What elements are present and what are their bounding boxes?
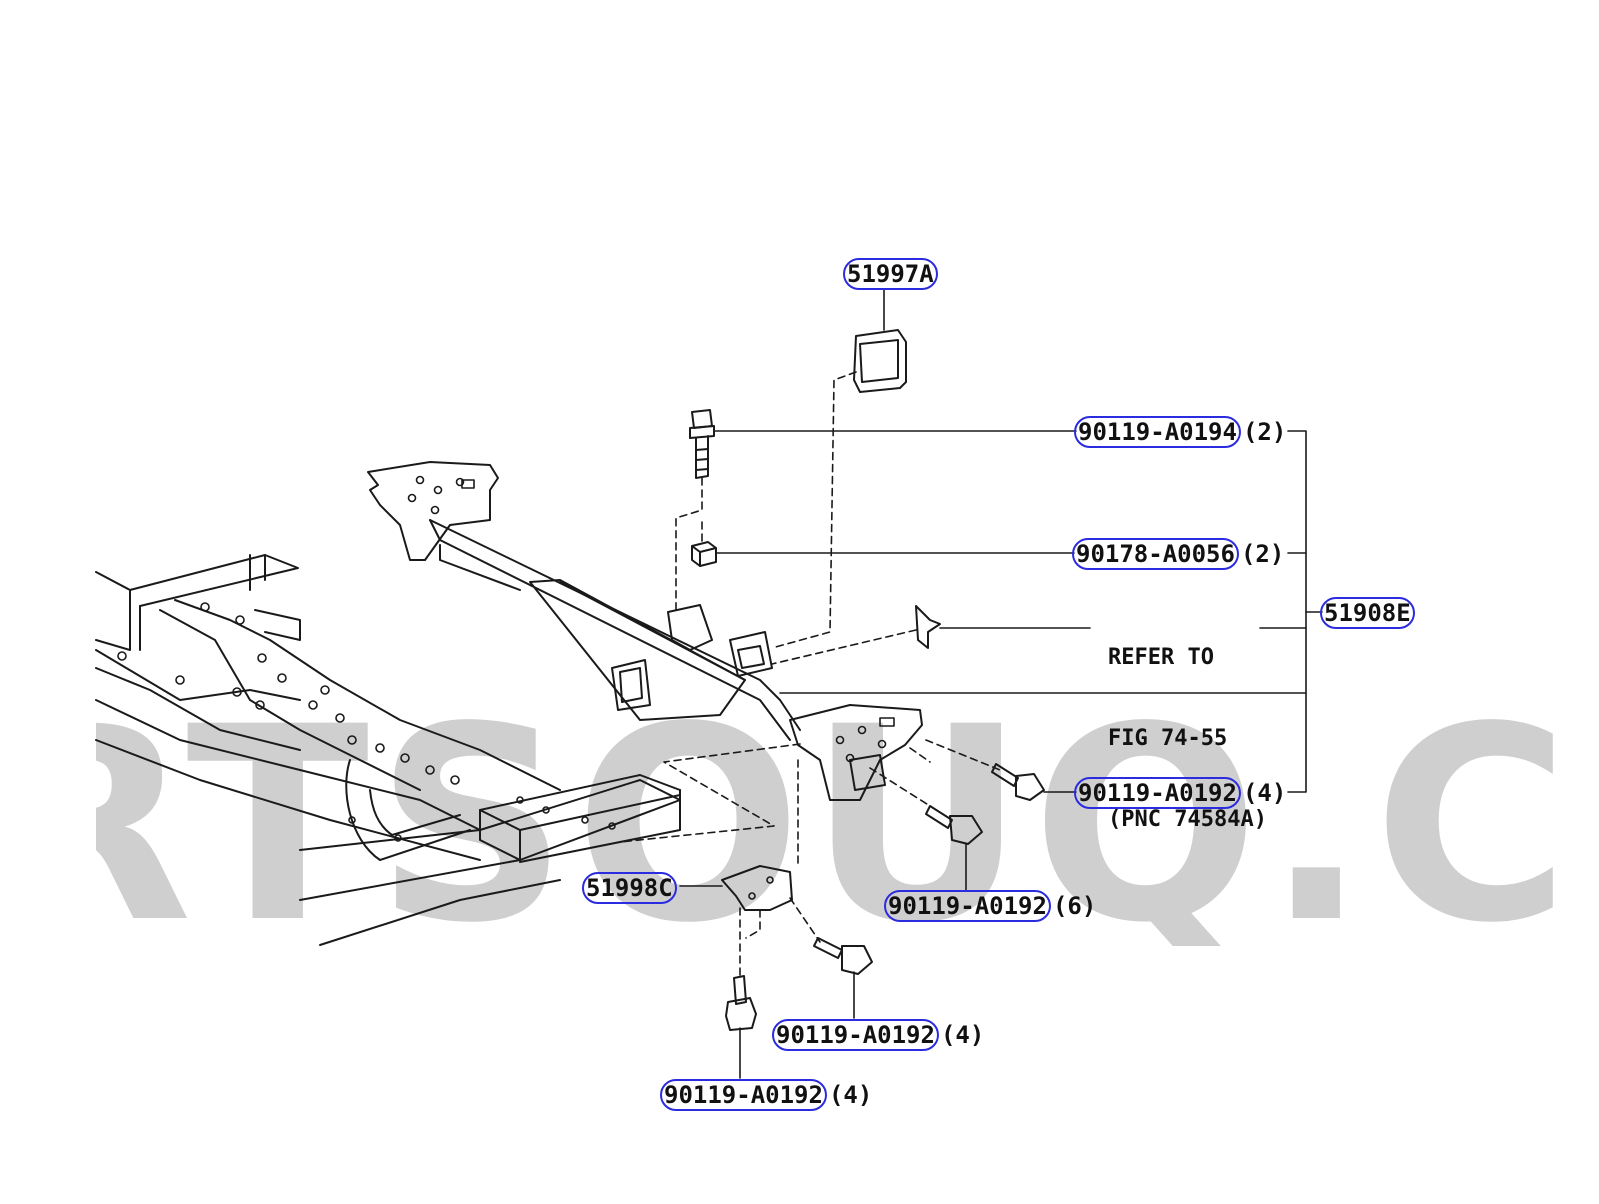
callout-90119-A0192-lower: 90119-A0192(4): [772, 1019, 984, 1051]
leader-lines: [679, 289, 1323, 1079]
part-number-51997A[interactable]: 51997A: [843, 258, 938, 290]
part-number-90119-A0194[interactable]: 90119-A0194: [1074, 416, 1241, 448]
watermark: RTSOUQ.COM: [96, 706, 1556, 946]
part-number-90178-A0056[interactable]: 90178-A0056: [1072, 538, 1239, 570]
reference-note-line2: FIG 74-55: [1108, 726, 1228, 751]
quantity-label: (4): [828, 1081, 873, 1109]
callout-51998C: 51998C: [582, 872, 677, 904]
bolt-bottom: [725, 975, 757, 1031]
part-number-90119-A0192[interactable]: 90119-A0192: [772, 1019, 939, 1051]
part-number-90119-A0192[interactable]: 90119-A0192: [884, 890, 1051, 922]
bracket-part: [721, 865, 793, 911]
nut-part: [691, 541, 717, 567]
callout-90119-A0192-middle: 90119-A0192(6): [884, 890, 1096, 922]
bolt-lower: [813, 937, 873, 975]
bolt-right: [991, 763, 1045, 801]
quantity-label: (4): [940, 1021, 985, 1049]
quantity-label: (2): [1240, 540, 1285, 568]
part-number-51908E[interactable]: 51908E: [1320, 597, 1415, 629]
callout-90119-A0192-bottom: 90119-A0192(4): [660, 1079, 872, 1111]
callout-90119-A0194: 90119-A0194(2): [1074, 416, 1286, 448]
reference-note: REFER TO FIG 74-55 (PNC 74584A): [1108, 590, 1267, 887]
callout-51997A: 51997A: [843, 258, 938, 290]
plug-part: [853, 329, 907, 393]
part-number-90119-A0192[interactable]: 90119-A0192: [660, 1079, 827, 1111]
callout-90178-A0056: 90178-A0056(2): [1072, 538, 1284, 570]
part-number-90119-A0192[interactable]: 90119-A0192: [1074, 777, 1241, 809]
part-number-51998C[interactable]: 51998C: [582, 872, 677, 904]
watermark-text: RTSOUQ.COM: [96, 706, 1556, 946]
assembly-lines: [619, 371, 1001, 979]
bolt-middle: [925, 805, 983, 845]
clip-part: [915, 605, 941, 649]
bolt-upper: [689, 409, 715, 479]
vehicle-frame: [95, 554, 681, 946]
quantity-label: (2): [1242, 418, 1287, 446]
quantity-label: (6): [1052, 892, 1097, 920]
quantity-label: (4): [1242, 779, 1287, 807]
callout-90119-A0192-right: 90119-A0192(4): [1074, 777, 1286, 809]
crossmember-assembly: [367, 461, 923, 801]
callout-51908E: 51908E: [1320, 597, 1415, 629]
reference-note-line1: REFER TO: [1108, 645, 1214, 670]
reference-note-line3: (PNC 74584A): [1108, 807, 1267, 832]
